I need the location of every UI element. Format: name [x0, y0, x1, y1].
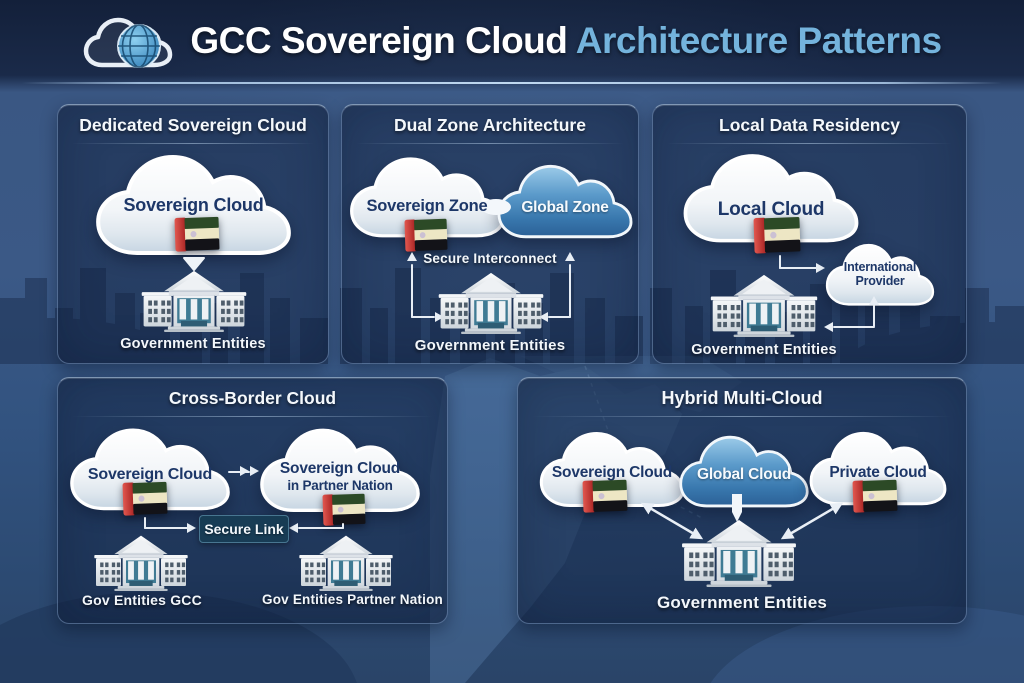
page-title: GCC Sovereign Cloud Architecture Pattern… — [190, 20, 942, 62]
connector-line — [873, 305, 875, 327]
entity-right-label: Gov Entities Partner Nation — [262, 592, 443, 607]
panel-local-data-residency: Local Data Residency Local Cloud Interna… — [652, 104, 967, 364]
secure-link-box: Secure Link — [199, 515, 289, 543]
arrow-down-icon — [183, 257, 205, 271]
uae-flag-icon — [404, 217, 448, 253]
sovereign-cloud-label: Sovereign Cloud — [551, 464, 673, 481]
entity-label: Government Entities — [414, 337, 566, 354]
global-zone-label: Global Zone — [521, 199, 609, 216]
panel-title-divider — [532, 416, 952, 417]
panel-hybrid-multi-cloud: Hybrid Multi-Cloud Sovereign Cloud Globa… — [517, 377, 967, 624]
uae-flag-icon — [582, 478, 628, 514]
partner-cloud-line1: Sovereign Cloud — [279, 460, 401, 477]
arrow-left-icon — [539, 312, 548, 322]
arrow-up-icon — [869, 296, 879, 305]
panel-title-divider — [72, 143, 314, 144]
connector-line — [833, 326, 875, 328]
panel-title: Local Data Residency — [719, 115, 900, 135]
international-provider-label: International Provider — [823, 260, 937, 289]
panel-title: Dual Zone Architecture — [394, 115, 586, 135]
page-title-accent: Architecture Patterns — [575, 20, 942, 61]
double-arrow-icon — [780, 502, 844, 540]
header: GCC Sovereign Cloud Architecture Pattern… — [0, 0, 1024, 82]
page-title-main: GCC Sovereign Cloud — [190, 20, 568, 61]
government-building-icon — [91, 534, 191, 591]
government-building-icon — [435, 271, 547, 334]
arrow-left-icon — [289, 523, 298, 533]
uae-flag-icon — [852, 478, 898, 514]
partner-nation-flag-icon — [322, 492, 366, 527]
sovereign-cloud-label: Sovereign Cloud — [87, 466, 213, 483]
connector-line — [569, 264, 571, 318]
connector-line — [144, 517, 146, 529]
panel-cross-border-cloud: Cross-Border Cloud Sovereign Cloud Sover… — [57, 377, 448, 624]
arrow-up-icon — [407, 252, 417, 261]
partner-cloud-line2: in Partner Nation — [287, 477, 393, 493]
entity-label: Government Entities — [691, 342, 837, 358]
panel-title: Dedicated Sovereign Cloud — [79, 115, 307, 135]
connector-line — [342, 523, 344, 529]
connector-line — [144, 527, 188, 529]
uae-flag-icon — [753, 215, 801, 255]
panel-title-divider — [72, 416, 433, 417]
arrow-right-icon — [250, 466, 259, 476]
sovereign-cloud-label: Sovereign Cloud — [123, 195, 264, 215]
connector-line — [779, 267, 817, 269]
secure-interconnect-label: Secure Interconnect — [423, 251, 557, 266]
private-cloud-label: Private Cloud — [829, 464, 927, 481]
connector-line — [779, 255, 781, 269]
panel-title-divider — [667, 143, 952, 144]
connector-line — [548, 316, 571, 318]
local-cloud-label: Local Cloud — [717, 199, 825, 220]
double-arrow-icon — [640, 502, 704, 540]
entity-left-label: Gov Entities GCC — [82, 592, 202, 608]
uae-flag-icon — [174, 215, 220, 253]
international-provider-line2: Provider — [855, 274, 905, 289]
arrow-right-icon — [240, 466, 249, 476]
cloud-globe-icon — [84, 17, 173, 68]
panel-title: Hybrid Multi-Cloud — [661, 388, 823, 408]
panel-dual-zone-architecture: Dual Zone Architecture Sovereign Zone Gl… — [341, 104, 639, 364]
arrow-up-icon — [565, 252, 575, 261]
government-building-icon — [296, 534, 396, 591]
global-cloud-label: Global Cloud — [696, 466, 792, 483]
connector-line — [411, 316, 435, 318]
panel-title-divider — [356, 143, 624, 144]
entity-label: Government Entities — [656, 593, 828, 612]
panel-dedicated-sovereign-cloud: Dedicated Sovereign Cloud Sovereign Clou… — [57, 104, 329, 364]
panel-title: Cross-Border Cloud — [168, 388, 337, 408]
arrow-right-icon — [187, 523, 196, 533]
arrow-down-connector-icon — [732, 494, 742, 522]
government-building-icon — [707, 273, 821, 337]
partner-sovereign-cloud-label: Sovereign Cloud in Partner Nation — [256, 460, 424, 493]
connector-line — [298, 527, 344, 529]
arrow-left-icon — [824, 322, 833, 332]
government-building-icon — [138, 269, 250, 332]
international-provider-line1: International — [843, 260, 917, 274]
cloud-link-connector-icon — [481, 199, 511, 215]
entity-label: Government Entities — [120, 336, 266, 352]
connector-line — [411, 264, 413, 318]
arrow-right-icon — [816, 263, 825, 273]
uae-flag-icon — [122, 480, 168, 517]
government-building-icon — [678, 518, 800, 587]
sovereign-zone-label: Sovereign Zone — [366, 197, 488, 215]
arrow-right-icon — [435, 312, 444, 322]
header-divider — [22, 82, 1002, 84]
connector-line — [228, 471, 250, 473]
